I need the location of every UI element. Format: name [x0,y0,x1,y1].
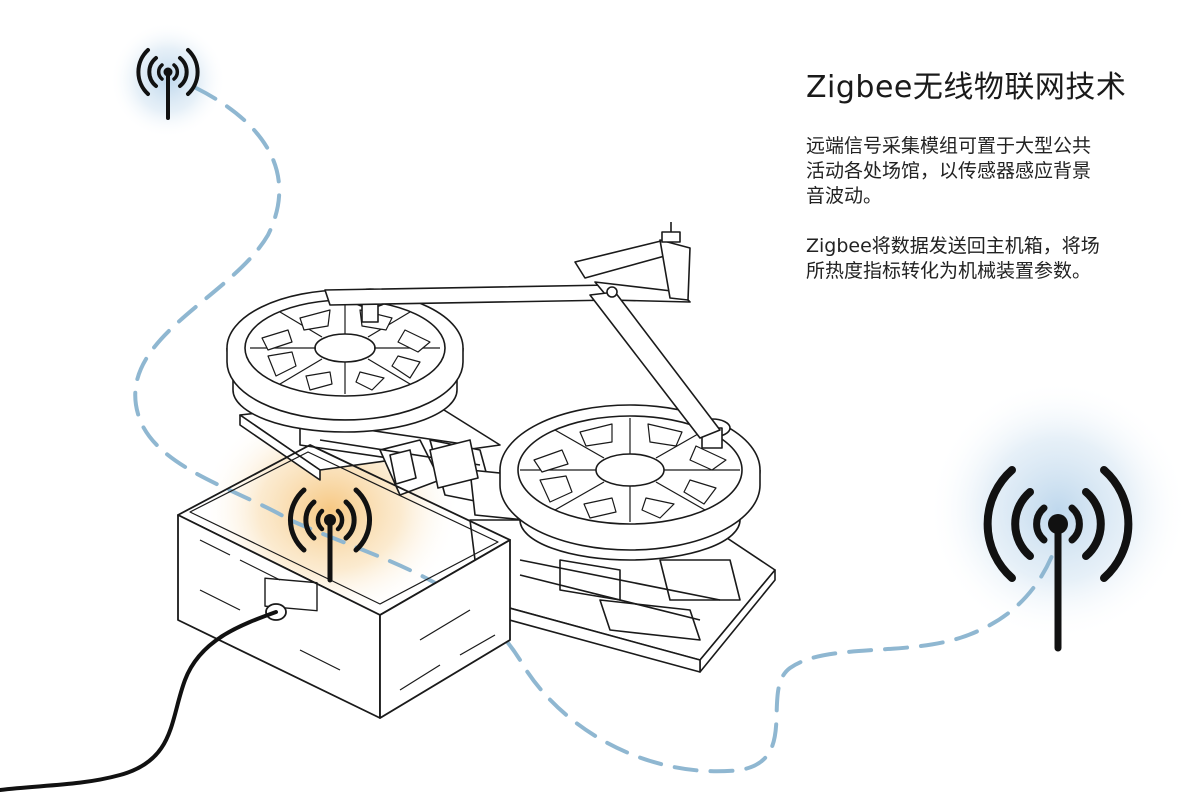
power-cable [0,610,278,792]
description-paragraph: Zigbee将数据发送回主机箱，将场 所热度指标转化为机械装置参数。 [806,235,1100,282]
turntable-left [226,288,464,433]
host-box [177,444,511,719]
mechanical-installation [226,222,776,673]
wifi-antenna-icon [136,48,200,120]
description-paragraph: 远端信号采集模组可置于大型公共 活动各处场馆，以传感器感应背景 音波动。 [806,135,1092,207]
base-plate [239,414,321,481]
wifi-antenna-icon [288,487,372,583]
remote-sensor-glow [928,380,1188,640]
wifi-antenna-icon [983,466,1133,652]
turntable-right [499,404,761,561]
signal-path [133,86,1060,774]
linkage-arm [324,222,721,439]
description-panel: Zigbee无线物联网技术 远端信号采集模组可置于大型公共 活动各处场馆，以传感… [806,66,1196,309]
page-title: Zigbee无线物联网技术 [806,70,1127,105]
